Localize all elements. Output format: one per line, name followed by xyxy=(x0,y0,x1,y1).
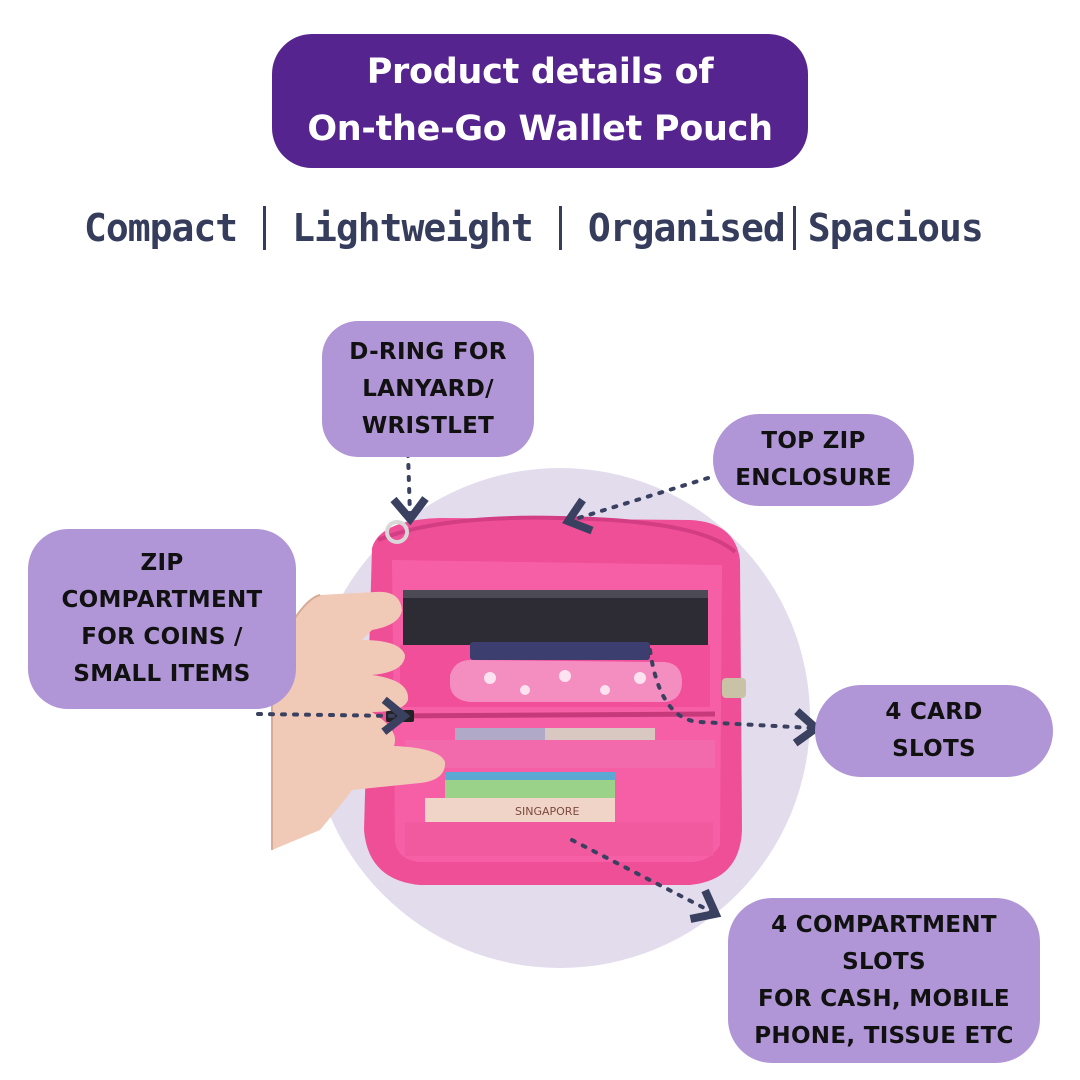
connector-arrows xyxy=(256,451,823,923)
callout-text: 4 CARD xyxy=(885,699,983,725)
callout-text: LANYARD/ xyxy=(362,375,494,402)
callout-text: D-RING FOR xyxy=(349,338,507,365)
title-banner: Product details of On-the-Go Wallet Pouc… xyxy=(272,34,808,168)
separator xyxy=(263,206,267,250)
feature-organised: Organised xyxy=(587,206,786,250)
separator xyxy=(792,206,796,250)
feature-spacious: Spacious xyxy=(807,206,984,250)
callout-text: FOR CASH, MOBILE xyxy=(758,985,1010,1012)
callout-zip-compartment: ZIP COMPARTMENT FOR COINS / SMALL ITEMS xyxy=(28,529,296,709)
phone-graphic xyxy=(403,590,708,650)
card-slots-arrow xyxy=(648,648,823,747)
title-line-2: On-the-Go Wallet Pouch xyxy=(307,109,773,149)
title-line-1: Product details of xyxy=(366,52,714,92)
callout-text: WRISTLET xyxy=(361,412,495,439)
separator xyxy=(558,206,562,250)
feature-compact: Compact xyxy=(84,206,238,250)
card-graphic xyxy=(470,642,650,660)
callout-text: SMALL ITEMS xyxy=(73,661,251,687)
callout-top-zip: TOP ZIP ENCLOSURE xyxy=(713,414,914,506)
callout-text: TOP ZIP xyxy=(761,428,866,454)
callout-text: 4 COMPARTMENT xyxy=(771,911,997,938)
compartment-slots-arrow xyxy=(570,838,722,923)
wallet-pouch-image: SINGAPORE xyxy=(364,515,746,885)
callout-text: SLOTS xyxy=(842,948,926,975)
d-ring-arrow xyxy=(390,451,429,526)
callout-compartment-slots: 4 COMPARTMENT SLOTS FOR CASH, MOBILE PHO… xyxy=(728,898,1040,1063)
callout-text: ZIP xyxy=(140,550,184,576)
callout-card-slots: 4 CARD SLOTS xyxy=(815,685,1053,777)
feature-tagline: Compact Lightweight Organised Spacious xyxy=(84,198,1054,258)
callout-text: COMPARTMENT xyxy=(61,587,263,613)
callout-text: ENCLOSURE xyxy=(735,465,892,491)
callout-text: PHONE, TISSUE ETC xyxy=(754,1022,1014,1049)
callout-text: FOR COINS / xyxy=(81,624,243,650)
callout-text: SLOTS xyxy=(892,736,976,762)
callout-d-ring: D-RING FOR LANYARD/ WRISTLET xyxy=(322,321,534,457)
zip-compartment-arrow xyxy=(256,696,411,735)
banknote-text: SINGAPORE xyxy=(515,805,579,818)
feature-lightweight: Lightweight xyxy=(292,206,534,250)
top-zip-arrow xyxy=(562,476,710,535)
